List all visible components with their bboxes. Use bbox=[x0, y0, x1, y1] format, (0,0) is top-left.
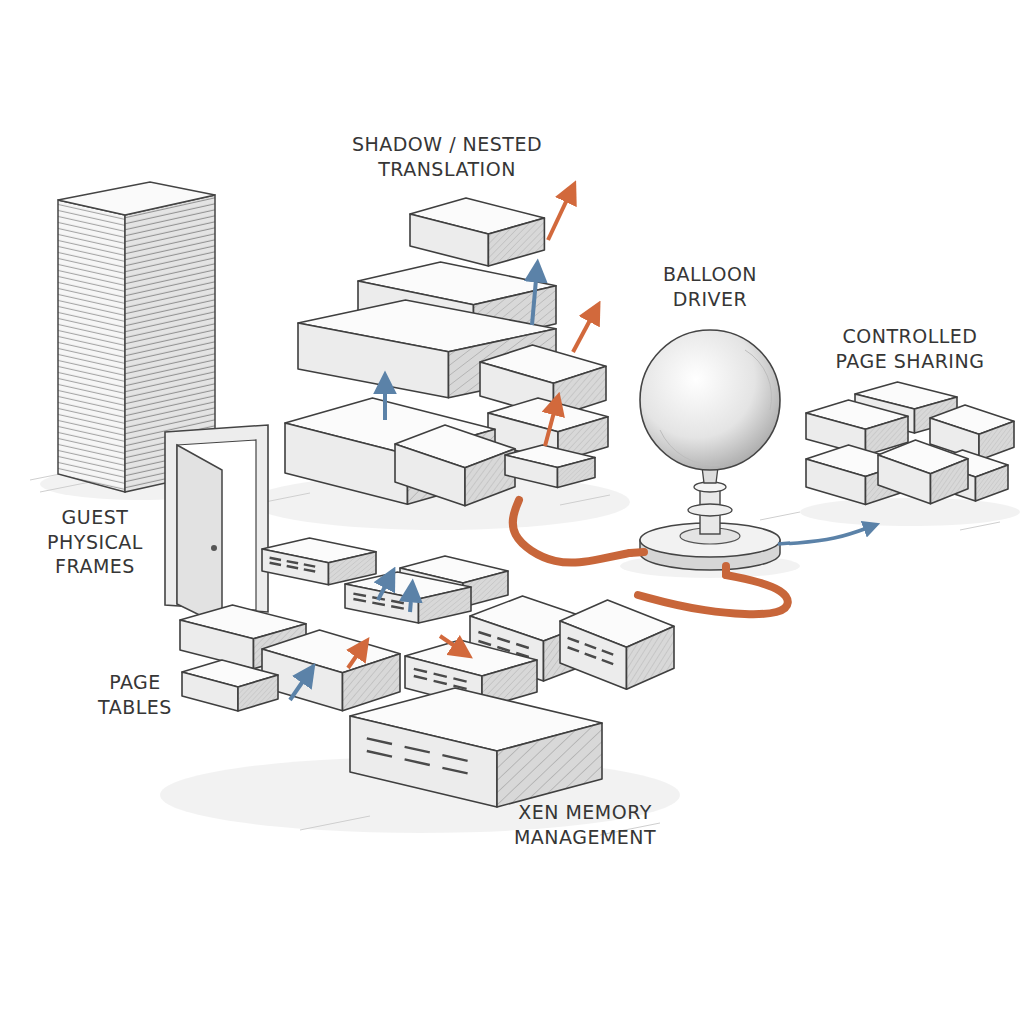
translation-arrow bbox=[573, 309, 596, 352]
translation-arrow bbox=[383, 380, 387, 420]
illustrated-component: BALLOON DRIVER bbox=[630, 260, 790, 575]
stack-box bbox=[395, 425, 515, 506]
mapping-arrow bbox=[348, 645, 364, 668]
balloon-collar bbox=[688, 504, 732, 516]
illustrated-component: SHADOW / NESTED TRANSLATION bbox=[285, 130, 610, 500]
pipe-stub bbox=[778, 543, 790, 544]
hose-stub bbox=[722, 566, 730, 575]
shared-page-boxes bbox=[806, 382, 1014, 505]
translation-arrow bbox=[545, 401, 557, 446]
memory-box bbox=[350, 688, 602, 807]
page-table-box bbox=[262, 538, 376, 585]
door-knob bbox=[211, 545, 217, 551]
illustrated-component: GUEST PHYSICAL FRAMES bbox=[30, 175, 220, 595]
hose-connector bbox=[638, 575, 788, 614]
component-label: CONTROLLED PAGE SHARING bbox=[815, 324, 1005, 373]
balloon bbox=[630, 330, 790, 575]
hose-connector bbox=[513, 500, 630, 563]
illustrated-component: CONTROLLED PAGE SHARING bbox=[800, 320, 1015, 525]
door bbox=[165, 425, 268, 626]
page-table-box bbox=[262, 630, 400, 711]
stack-box bbox=[505, 445, 595, 488]
component-label: SHADOW / NESTED TRANSLATION bbox=[327, 132, 567, 181]
memory-box bbox=[560, 600, 674, 689]
balloon-sphere bbox=[640, 330, 780, 470]
shared-box bbox=[878, 440, 968, 504]
stack-box bbox=[410, 198, 544, 266]
translation-arrow bbox=[548, 189, 572, 240]
component-label: BALLOON DRIVER bbox=[630, 262, 790, 311]
paper-stack-top bbox=[58, 182, 215, 215]
mapping-arrow bbox=[378, 575, 391, 600]
flow-arrow bbox=[790, 525, 875, 544]
component-label: GUEST PHYSICAL FRAMES bbox=[30, 505, 160, 579]
memory-blocks bbox=[180, 538, 674, 807]
component-label: PAGE TABLES bbox=[85, 670, 185, 719]
ground-shadow bbox=[800, 498, 1020, 526]
paper-stack-front bbox=[58, 200, 125, 492]
box-stack bbox=[285, 189, 608, 506]
page-table-box bbox=[345, 572, 471, 623]
illustrated-component: XEN MEMORY MANAGEMENT bbox=[350, 595, 670, 860]
mapping-arrow bbox=[290, 671, 310, 700]
illustrated-component: PAGE TABLES bbox=[85, 540, 350, 760]
page-table-box bbox=[182, 660, 278, 711]
translation-arrow bbox=[532, 268, 537, 325]
mapping-arrow bbox=[410, 588, 412, 612]
component-label: XEN MEMORY MANAGEMENT bbox=[500, 800, 670, 849]
balloon-shading bbox=[660, 350, 772, 465]
mapping-arrow bbox=[440, 636, 465, 653]
door-panel bbox=[177, 445, 222, 626]
hose-stub bbox=[630, 552, 644, 553]
